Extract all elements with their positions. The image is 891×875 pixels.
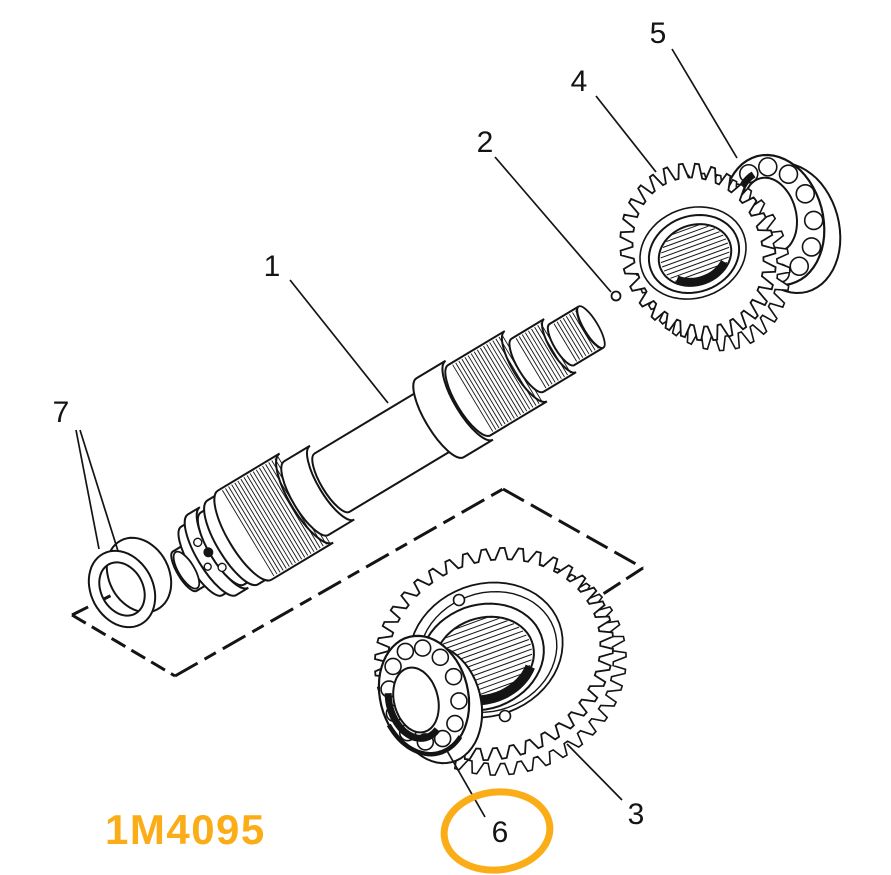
part-lower-roller-bearing [377, 634, 484, 765]
phantom-edge-bottom [174, 487, 504, 678]
leader-line-2 [494, 156, 612, 293]
phantom-edge-left [71, 613, 176, 678]
leader-line-3 [566, 743, 623, 801]
part-detent-ball [610, 290, 622, 302]
part-main-shaft [170, 305, 606, 597]
leader-line-4 [595, 95, 657, 173]
leader-line-1 [289, 279, 389, 404]
callout-7: 7 [53, 396, 70, 429]
callout-2: 2 [477, 126, 494, 159]
part-small-gear [619, 162, 791, 352]
leader-line-6 [445, 748, 486, 818]
part-number-text: 1M4095 [105, 806, 266, 853]
highlight-ellipse [440, 788, 554, 874]
callout-3: 3 [628, 798, 645, 831]
leader-line-7a [75, 429, 100, 550]
part-seal-ring [87, 536, 173, 629]
callout-4: 4 [571, 65, 588, 98]
callout-1: 1 [264, 250, 281, 283]
leader-line-5 [671, 48, 738, 159]
phantom-edge-right [502, 487, 644, 570]
callout-5: 5 [650, 17, 667, 50]
leader-line-7b [79, 429, 119, 552]
callout-6: 6 [492, 816, 509, 849]
